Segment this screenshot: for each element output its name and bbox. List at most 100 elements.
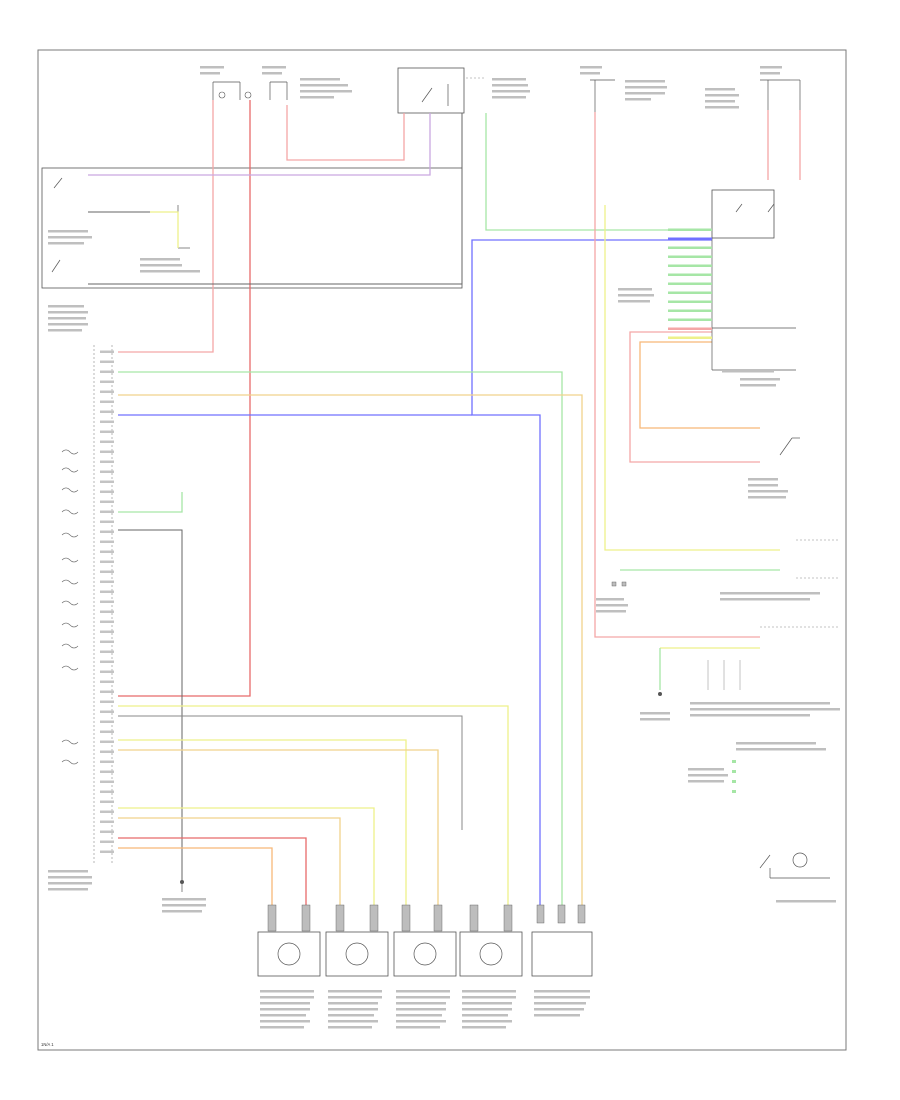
illegible-label-marks: [48, 66, 840, 1029]
wire-green-1: [485, 113, 712, 231]
wire-yellow-4: [118, 739, 407, 905]
wire-green-2: [118, 371, 563, 905]
module-pin: [100, 390, 114, 393]
module-pin: [100, 690, 114, 693]
module-pin: [100, 400, 114, 403]
switch-icon: [779, 437, 793, 456]
wire-pink-3: [286, 105, 405, 161]
module-pin: [100, 480, 114, 483]
control-switch: [759, 852, 830, 879]
wire-orange-4: [118, 817, 341, 905]
wheel-sensor-icon: [277, 942, 301, 966]
module-pin: [100, 570, 114, 573]
module-pin: [100, 620, 114, 623]
module-pin: [100, 790, 114, 793]
fuse-icon: [244, 91, 252, 99]
module-pin: [100, 650, 114, 653]
wire-pink-4: [594, 112, 760, 638]
wire-yellow-1: [150, 211, 179, 248]
ground-icon: [658, 692, 662, 696]
right-module-pin: [668, 246, 712, 249]
wire-pink-8: [118, 837, 307, 905]
module-pin: [100, 760, 114, 763]
module-pin: [100, 420, 114, 423]
module-pin: [100, 350, 114, 353]
wire-yellow-2: [604, 205, 780, 551]
footer-label: 1N/A 1: [41, 1042, 54, 1047]
fuse-block-left: [212, 81, 288, 100]
wire-pink-1: [118, 100, 214, 353]
module-pin: [100, 730, 114, 733]
relay-icon: [421, 87, 433, 103]
module-pin: [100, 440, 114, 443]
module-pin: [100, 780, 114, 783]
right-module-pin: [668, 228, 712, 231]
module-pin: [100, 550, 114, 553]
right-module-pin: [668, 336, 712, 339]
module-pin: [100, 430, 114, 433]
fuse-icon: [218, 91, 226, 99]
module-pin: [100, 800, 114, 803]
right-connector-dots: [732, 760, 736, 793]
module-pin: [100, 560, 114, 563]
wheel-sensor-rf: [325, 904, 389, 977]
module-pin: [100, 600, 114, 603]
module-pin: [100, 720, 114, 723]
module-pin: [100, 370, 114, 373]
wire-orange-5: [118, 847, 273, 905]
wheel-sensor-rr: [459, 904, 523, 977]
module-pin: [100, 810, 114, 813]
module-pin: [100, 750, 114, 753]
wire-orange-1: [118, 394, 583, 905]
right-module-pin: [668, 264, 712, 267]
module-pin: [100, 640, 114, 643]
module-pin: [100, 680, 114, 683]
module-pin: [100, 380, 114, 383]
module-pin: [100, 660, 114, 663]
module-pin: [100, 700, 114, 703]
wheel-sensor-lr: [393, 904, 457, 977]
ground-icon: [180, 880, 184, 884]
module-symbols: [61, 449, 79, 765]
module-pin: [100, 510, 114, 513]
right-module-pins: [668, 228, 712, 339]
right-module-pin: [668, 237, 712, 240]
wire-gray-1: [88, 113, 463, 285]
wheel-sensor-icon: [413, 942, 437, 966]
wires: [88, 100, 801, 905]
left-ground: [180, 880, 184, 892]
control-module: [93, 345, 114, 865]
module-pin: [100, 410, 114, 413]
module-pin: [100, 590, 114, 593]
module-pin: [100, 530, 114, 533]
right-module-pin: [668, 327, 712, 330]
right-module-pin: [668, 291, 712, 294]
module-pin: [100, 610, 114, 613]
module-pin: [100, 710, 114, 713]
module-pin: [100, 740, 114, 743]
right-module-pin: [668, 273, 712, 276]
module-pin: [100, 670, 114, 673]
module-pin: [100, 460, 114, 463]
right-module-pin: [668, 282, 712, 285]
wire-pink-5: [629, 331, 760, 463]
wire-yellow-3: [118, 705, 509, 905]
module-pin: [100, 500, 114, 503]
brake-switch: [779, 437, 800, 456]
yaw-rate-sensor: [531, 904, 593, 977]
wire-orange-3: [118, 749, 439, 905]
module-pin: [100, 520, 114, 523]
module-pins: [100, 350, 114, 853]
module-pin: [100, 540, 114, 543]
switch-panel-top-left: [41, 167, 463, 289]
wheel-sensor-lf: [257, 904, 321, 977]
wire-orange-2: [639, 341, 760, 429]
wire-green-4: [118, 492, 183, 513]
module-pin: [100, 830, 114, 833]
right-module-pin: [668, 300, 712, 303]
module-pin: [100, 360, 114, 363]
wire-gray-3: [118, 529, 183, 880]
module-pin: [100, 840, 114, 843]
wheel-sensors: [257, 904, 593, 977]
